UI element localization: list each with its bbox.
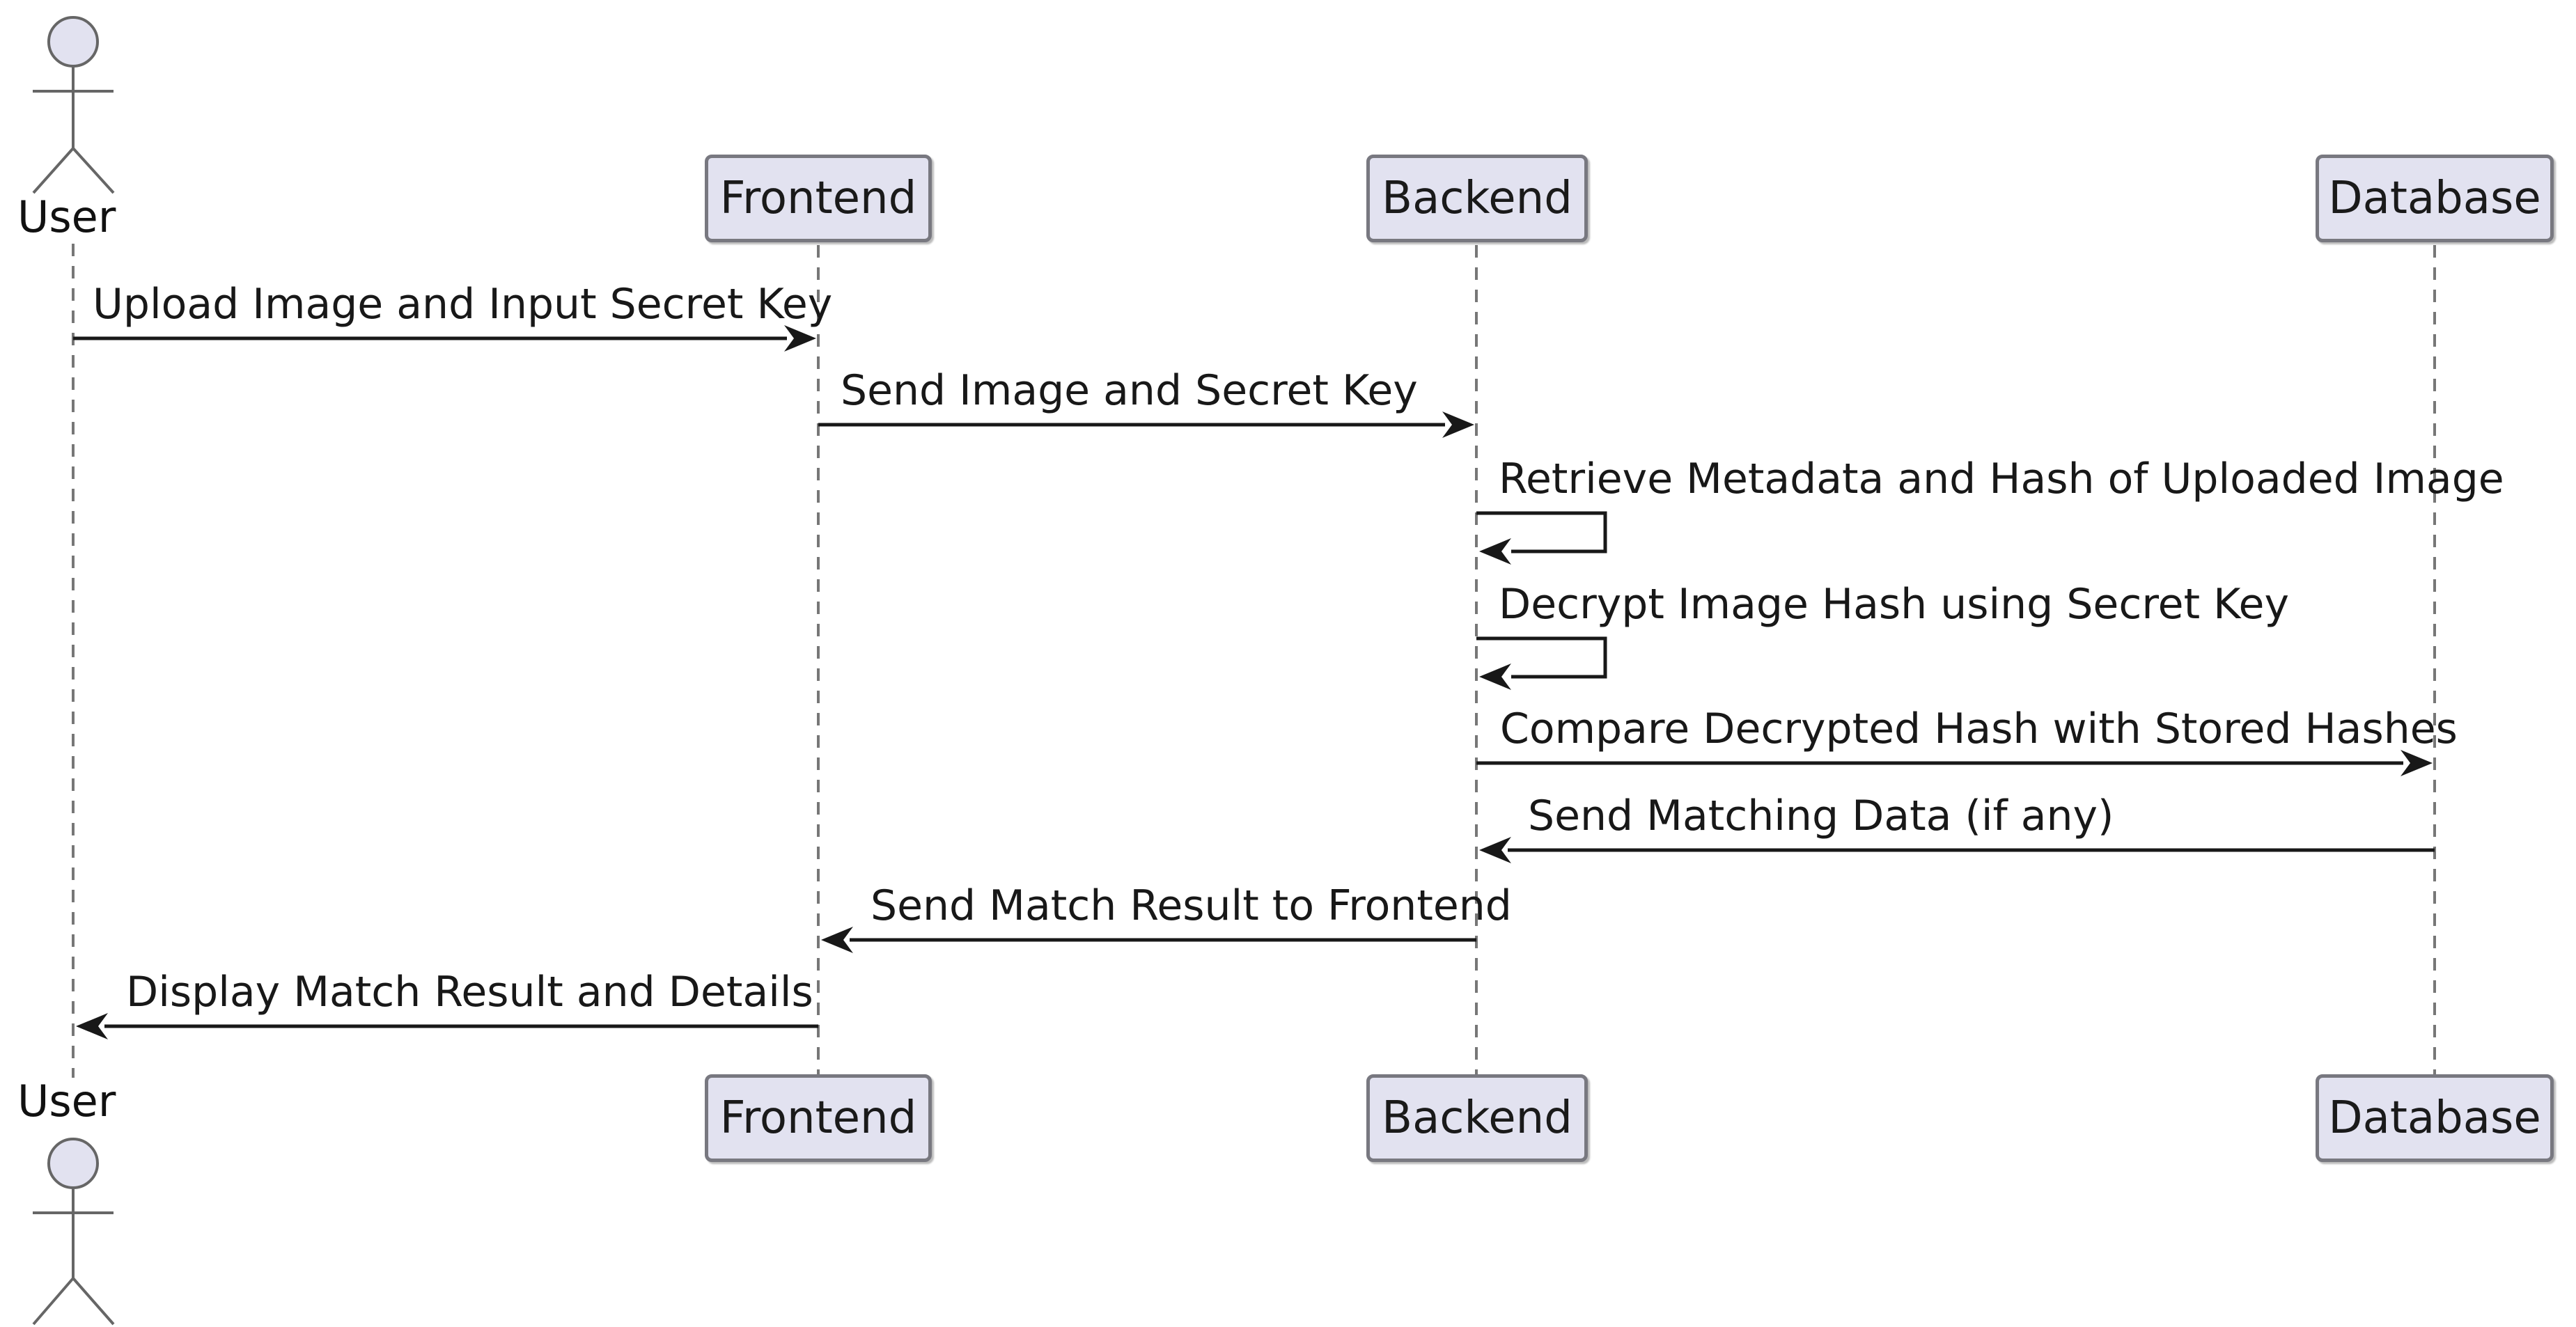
participant-database-bottom: Database [2316,1074,2554,1162]
message-5-label: Compare Decrypted Hash with Stored Hashe… [1500,705,2458,753]
message-6-label: Send Matching Data (if any) [1528,792,2114,840]
message-3-label: Retrieve Metadata and Hash of Uploaded I… [1499,455,2504,503]
participant-backend-top: Backend [1366,155,1588,242]
message-6-arrow [1479,837,2435,863]
actor-user-label-bottom: User [17,1076,116,1126]
message-7-label: Send Match Result to Frontend [871,881,1512,930]
user-actor-icon-bottom [32,1138,115,1326]
actor-user-label-top: User [17,191,116,242]
participant-database-top: Database [2316,155,2554,242]
message-3-self-arrow [1476,511,1607,565]
message-4-label: Decrypt Image Hash using Secret Key [1499,580,2289,629]
message-arrows [73,325,2435,1039]
message-2-label: Send Image and Secret Key [841,366,1418,415]
participant-frontend-top: Frontend [705,155,932,242]
participant-frontend-bottom: Frontend [705,1074,932,1162]
message-8-arrow [76,1013,818,1039]
message-1-label: Upload Image and Input Secret Key [93,280,833,329]
lifelines [72,244,2436,1078]
message-5-arrow [1476,750,2433,776]
message-4-self-arrow [1476,636,1607,690]
user-actor-icon [32,16,115,194]
message-2-arrow [818,411,1474,438]
message-1-arrow [73,325,816,352]
message-8-label: Display Match Result and Details [126,968,813,1016]
participant-backend-bottom: Backend [1366,1074,1588,1162]
message-7-arrow [821,927,1476,953]
